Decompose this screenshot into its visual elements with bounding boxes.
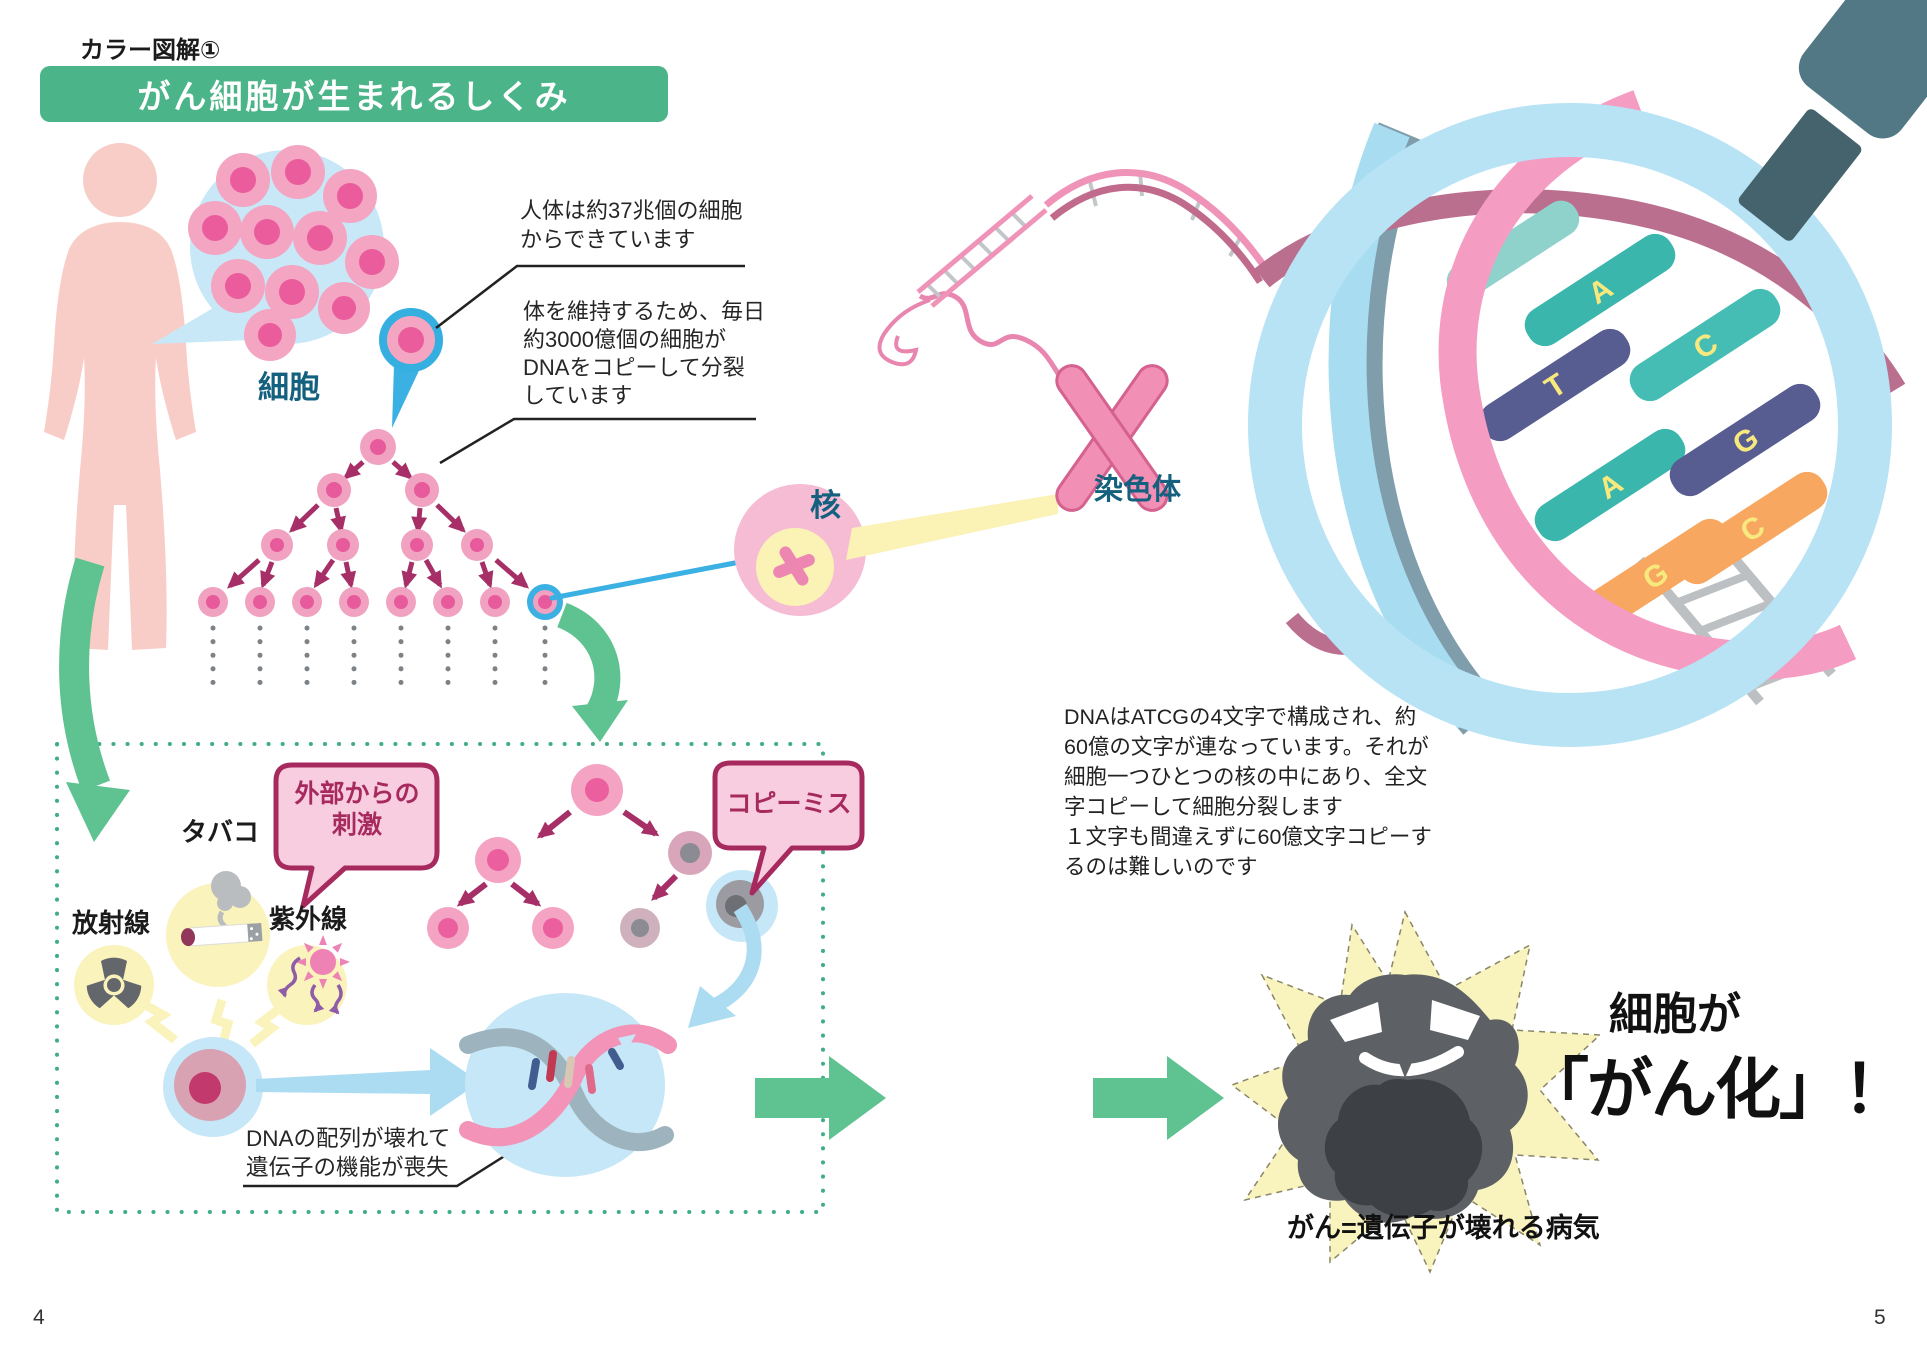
evil-face-icon (1330, 1000, 1480, 1078)
stimuli-icons (74, 871, 350, 1048)
radiation-icon (86, 957, 142, 1009)
chromosome-x-icon (1055, 364, 1169, 512)
tree-cells (198, 429, 563, 620)
dna-ladder (916, 194, 1048, 308)
cancer-cell-core (1324, 1078, 1483, 1218)
mutated-cell (620, 908, 660, 948)
cancer-title-text: 「がん化」！ (1523, 1052, 1909, 1126)
green-arrow-to-cancer-2 (1093, 1056, 1224, 1140)
magnifier-ring (1248, 103, 1892, 747)
dna-damage-row (163, 993, 677, 1177)
note-body-cells: 人体は約37兆個の細胞 からできています (520, 198, 743, 252)
continuation-dots (210, 625, 548, 691)
green-arrow-left (59, 557, 130, 842)
page-title: がん細胞が生まれるしくみ (137, 78, 571, 115)
page-number-left: 4 (33, 1306, 45, 1329)
stimuli-box-border (55, 742, 825, 1214)
copy-miss-tree (427, 764, 778, 1028)
magnifier-illustration: A T A C G G C (1248, 0, 1927, 747)
stimuli-bubble-text: 外部からの 刺激 (294, 780, 420, 839)
mini-chromosome-icon (773, 546, 815, 586)
tobacco-label: タバコ (181, 817, 260, 847)
copy-miss-bubble-shape (712, 760, 865, 896)
dna-broken-note: DNAの配列が壊れて 遺伝子の機能が喪失 (246, 1126, 451, 1180)
cancer-caption: がん=遺伝子が壊れる病気 (1287, 1213, 1600, 1243)
damaged-cell-highlight (706, 870, 778, 942)
uv-label: 紫外線 (269, 904, 348, 934)
cell-cluster-balloon (152, 145, 443, 428)
dna-twist (1043, 169, 1271, 284)
dna-paragraph: DNAはATCGの4文字で構成され、約 60億の文字が連なっています。それが 細… (1064, 705, 1432, 879)
blue-right-arrow (256, 1048, 480, 1116)
cell-division-tree (198, 429, 743, 691)
balloon-pointer (392, 360, 424, 428)
cell-label: 細胞 (258, 370, 320, 405)
green-arrow-middle (556, 602, 628, 742)
series-tag: カラー図解① (80, 37, 221, 64)
light-beam (846, 494, 1058, 560)
mutated-cell (668, 831, 712, 875)
radiation-label: 放射線 (72, 908, 151, 938)
magnifier-neck (1738, 109, 1862, 241)
tree-highlighted-cell (527, 584, 563, 620)
cancer-lead-text: 細胞が (1609, 990, 1741, 1039)
note-division: 体を維持するため、毎日 約3000億個の細胞が DNAをコピーして分裂 していま… (523, 299, 766, 408)
nucleus-illustration (734, 484, 1058, 616)
cluster-cells (188, 145, 399, 361)
human-body-silhouette-icon (44, 143, 196, 650)
uv-icon (277, 935, 350, 1015)
nucleus-label: 核 (810, 488, 841, 523)
chromosome-label: 染色体 (1094, 474, 1182, 506)
highlighted-cell (379, 308, 443, 372)
damaged-dna-blob (459, 993, 677, 1177)
chromosome-illustration (877, 169, 1271, 512)
copy-miss-bubble-text: コピーミス (726, 790, 852, 818)
green-arrow-to-cancer-1 (755, 1056, 886, 1140)
nucleus-pointer-line (549, 559, 743, 601)
blue-curved-arrow (688, 903, 762, 1028)
cigarette-icon (180, 871, 263, 947)
page-title-banner: がん細胞が生まれるしくみ (40, 66, 668, 122)
magnifier-handle (1798, 0, 1927, 139)
dna-base-pairs: A T A C G G C (1446, 200, 1828, 632)
stimuli-bubble-shape (273, 762, 440, 909)
page-number-right: 5 (1874, 1306, 1886, 1329)
cancer-cell-illustration (1230, 909, 1602, 1274)
